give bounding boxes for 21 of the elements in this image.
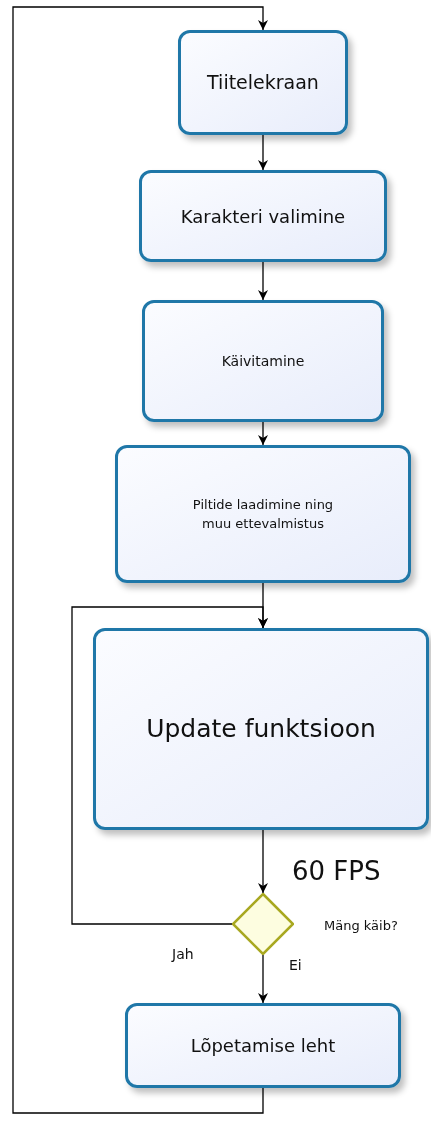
arrow xyxy=(258,954,268,1004)
arrow xyxy=(258,134,268,171)
process-box xyxy=(115,445,411,583)
box-label: Lõpetamise leht xyxy=(190,1034,336,1058)
box-label: Käivitamine xyxy=(221,351,305,371)
decision-label: Mäng käib? xyxy=(324,917,398,935)
process-box xyxy=(142,300,384,422)
box-label: Piltide laadimine ning muu ettevalmistus xyxy=(191,495,335,533)
arrow xyxy=(258,829,268,894)
decision-diamond xyxy=(232,893,294,955)
box-label: Update funktsioon xyxy=(146,713,376,746)
arrow xyxy=(12,6,268,1114)
process-box xyxy=(125,1003,401,1088)
box-label: Tiitelekraan xyxy=(207,70,319,96)
process-box xyxy=(139,170,387,262)
arrow xyxy=(258,261,268,301)
box-label: Karakteri valimine xyxy=(180,204,346,229)
process-box xyxy=(178,30,348,135)
arrow xyxy=(71,606,268,925)
arrow xyxy=(258,421,268,446)
process-box xyxy=(93,628,429,830)
